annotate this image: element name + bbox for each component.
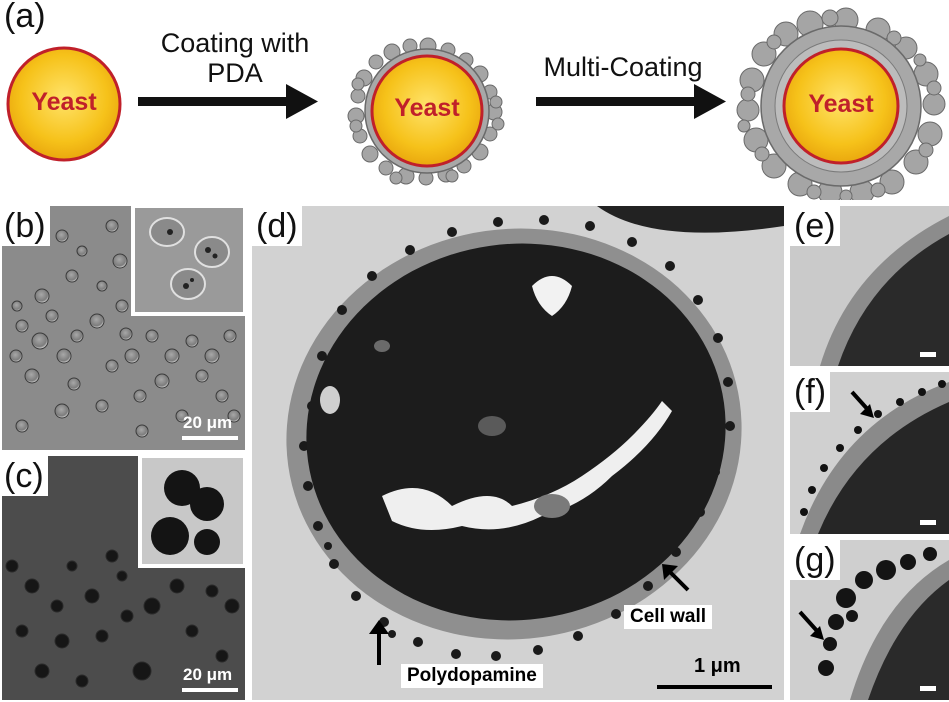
panel-label-g: (g) <box>790 540 840 580</box>
panel-label-b: (b) <box>0 206 50 246</box>
scale-bar-c <box>182 688 238 692</box>
scale-label-c: 20 μm <box>183 665 233 684</box>
yeast-cell-coated <box>347 37 505 186</box>
panel-label-d: (d) <box>252 206 302 246</box>
cell-label-3: Yeast <box>808 90 874 118</box>
cell-label-1: Yeast <box>31 88 97 116</box>
step2-label: Multi-Coating <box>543 52 703 82</box>
label-polydopamine: Polydopamine <box>401 664 543 688</box>
arrow-step1 <box>138 84 318 119</box>
scale-bar-d <box>657 685 772 689</box>
arrow-polydopamine <box>369 620 389 665</box>
panel-label-e: (e) <box>790 206 840 246</box>
arrow-cell-wall <box>662 564 690 592</box>
panel-label-f: (f) <box>790 372 831 412</box>
arrow-step2 <box>536 84 726 119</box>
scale-bar-b <box>182 436 238 440</box>
micrograph-b <box>2 206 245 450</box>
panel-label-a: (a) <box>0 0 50 36</box>
step1-label-line1: Coating with <box>160 28 310 58</box>
scale-label-d: 1 μm <box>694 655 741 677</box>
schematic-diagram <box>6 7 946 200</box>
panel-label-c: (c) <box>0 456 48 496</box>
yeast-cell-uncoated <box>6 46 122 162</box>
micrograph-c <box>2 456 245 700</box>
step1-label-line2: PDA <box>207 58 263 88</box>
label-cell-wall: Cell wall <box>624 605 713 629</box>
scale-label-b: 20 μm <box>183 413 233 432</box>
yeast-cell-multicoated <box>736 7 946 200</box>
cell-label-2: Yeast <box>394 94 460 122</box>
